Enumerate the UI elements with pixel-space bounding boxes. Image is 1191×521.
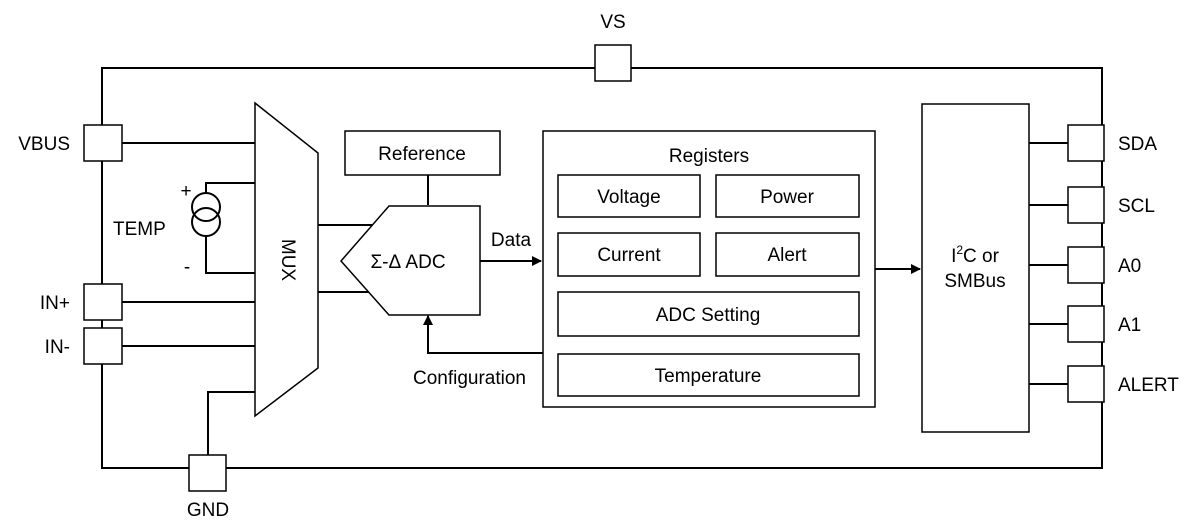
data-label: Data	[491, 230, 532, 251]
register-temperature	[557, 353, 860, 397]
in-plus-pin	[83, 283, 123, 321]
in-minus-label: IN-	[45, 337, 70, 358]
mux-block	[254, 101, 319, 418]
gnd-label: GND	[187, 500, 229, 521]
vs-label: VS	[600, 12, 625, 33]
register-temperature-label: Temperature	[655, 366, 762, 387]
vbus-pin	[83, 124, 123, 162]
register-adc-setting-label: ADC Setting	[656, 305, 761, 326]
temp-minus-sign: -	[184, 257, 190, 278]
register-current	[557, 232, 701, 277]
adc-block	[340, 205, 481, 316]
i2c-smbus-block	[921, 103, 1030, 433]
register-adc-setting	[557, 291, 860, 337]
vs-pin	[594, 44, 632, 82]
registers-title: Registers	[669, 146, 749, 167]
in-plus-label: IN+	[40, 293, 70, 314]
register-power-label: Power	[760, 187, 815, 208]
alert-pin	[1067, 365, 1105, 403]
vbus-label: VBUS	[18, 134, 70, 155]
in-minus-pin	[83, 327, 123, 365]
gnd-pin	[188, 454, 227, 492]
smbus-label: SMBus	[944, 271, 1005, 292]
mux-label: MUX	[277, 239, 298, 282]
a1-pin	[1067, 305, 1105, 343]
a0-label: A0	[1118, 256, 1141, 277]
alert-label: ALERT	[1118, 375, 1179, 396]
register-voltage	[557, 174, 701, 218]
a1-label: A1	[1118, 315, 1141, 336]
register-alert-label: Alert	[767, 245, 807, 266]
sda-pin	[1067, 124, 1105, 162]
register-voltage-label: Voltage	[597, 187, 660, 208]
temp-plus-sign: +	[180, 181, 191, 202]
register-current-label: Current	[597, 245, 661, 266]
sda-label: SDA	[1118, 134, 1157, 155]
register-alert	[715, 232, 860, 277]
a0-pin	[1067, 246, 1105, 284]
temp-label: TEMP	[113, 219, 166, 240]
scl-label: SCL	[1118, 196, 1155, 217]
configuration-label: Configuration	[413, 368, 526, 389]
adc-label: Σ-Δ ADC	[370, 252, 445, 273]
reference-label: Reference	[378, 144, 466, 165]
temp-source-circle-bottom	[191, 207, 221, 237]
wiring	[122, 142, 1068, 455]
register-power	[715, 174, 860, 218]
scl-pin	[1067, 186, 1105, 224]
i2c-label: I2C or	[951, 243, 1000, 267]
reference-block	[344, 130, 501, 176]
temp-source-circle-top	[191, 192, 221, 222]
configuration-arrow	[423, 315, 543, 354]
